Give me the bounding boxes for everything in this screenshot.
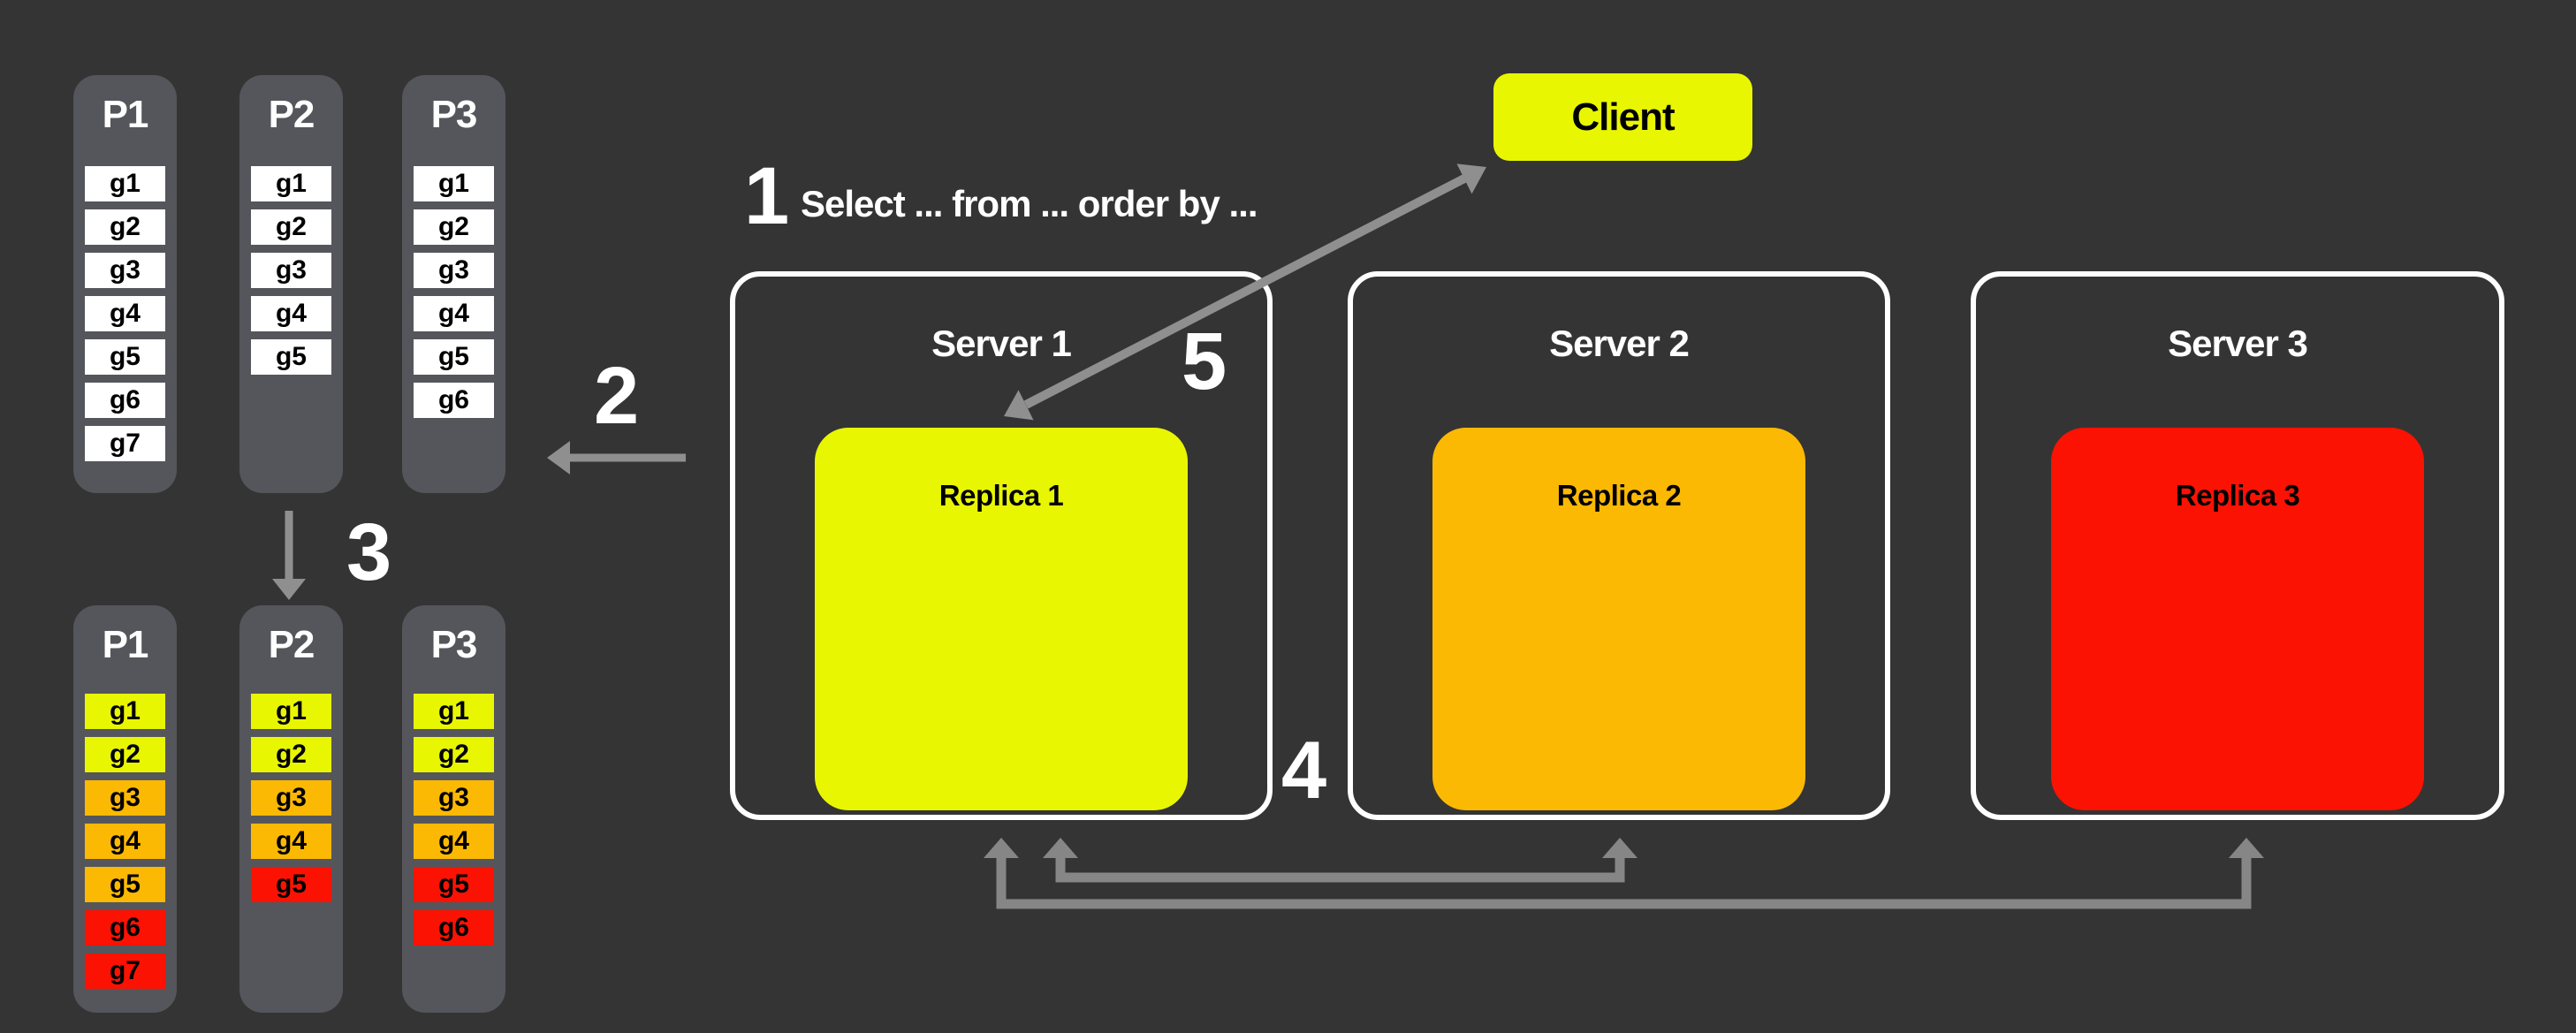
partition-title: P2: [268, 623, 315, 666]
group-cell: g6: [414, 910, 494, 946]
cell-list: g1 g2 g3 g4 g5 g6 g7: [85, 694, 165, 989]
step-4-number: 4: [1281, 725, 1327, 816]
group-cell: g1: [251, 694, 331, 729]
group-cell: g2: [414, 209, 494, 245]
step-3-arrow: [272, 511, 306, 600]
partition-title: P1: [102, 93, 149, 136]
server-title: Server 3: [2168, 323, 2308, 364]
cell-list: g1 g2 g3 g4 g5 g6: [414, 166, 494, 418]
partition-title: P2: [268, 93, 315, 136]
group-cell: g3: [414, 780, 494, 816]
sync-bracket-server1-server3: [984, 838, 2264, 909]
group-cell: g5: [85, 867, 165, 902]
partition-title: P3: [430, 93, 478, 136]
replica-label: Replica 3: [2175, 479, 2300, 512]
group-cell: g1: [85, 694, 165, 729]
replica-label: Replica 2: [1556, 479, 1682, 512]
group-cell: g5: [251, 339, 331, 375]
partition-unsorted-p2: P2 g1 g2 g3 g4 g5: [239, 75, 343, 493]
group-cell: g4: [251, 824, 331, 859]
partition-unsorted-p3: P3 g1 g2 g3 g4 g5 g6: [402, 75, 505, 493]
partition-unsorted-p1: P1 g1 g2 g3 g4 g5 g6 g7: [73, 75, 177, 493]
client-box: Client: [1493, 73, 1752, 161]
group-cell: g3: [251, 780, 331, 816]
partition-sorted-p3: P3 g1 g2 g3 g4 g5 g6: [402, 605, 505, 1013]
server-title: Server 2: [1549, 323, 1690, 364]
group-cell: g4: [251, 296, 331, 331]
replica-3-box: Replica 3: [2051, 428, 2424, 810]
partition-title: P1: [102, 623, 149, 666]
group-cell: g2: [85, 209, 165, 245]
group-cell: g4: [85, 824, 165, 859]
partition-sorted-p1: P1 g1 g2 g3 g4 g5 g6 g7: [73, 605, 177, 1013]
group-cell: g6: [85, 910, 165, 946]
step-2-number: 2: [594, 351, 640, 441]
group-cell: g4: [414, 824, 494, 859]
replica-label: Replica 1: [938, 479, 1064, 512]
server-3-box: Server 3 Replica 3: [1971, 271, 2504, 820]
group-cell: g1: [414, 694, 494, 729]
cell-list: g1 g2 g3 g4 g5 g6: [414, 694, 494, 946]
group-cell: g7: [85, 426, 165, 461]
group-cell: g2: [85, 737, 165, 772]
group-cell: g2: [414, 737, 494, 772]
group-cell: g2: [251, 209, 331, 245]
group-cell: g5: [251, 867, 331, 902]
group-cell: g2: [251, 737, 331, 772]
group-cell: g3: [251, 253, 331, 288]
replica-2-box: Replica 2: [1432, 428, 1805, 810]
cell-list: g1 g2 g3 g4 g5 g6 g7: [85, 166, 165, 461]
group-cell: g6: [414, 383, 494, 418]
cell-list: g1 g2 g3 g4 g5: [251, 694, 331, 902]
group-cell: g1: [414, 166, 494, 201]
group-cell: g6: [85, 383, 165, 418]
replica-1-box: Replica 1: [815, 428, 1188, 810]
group-cell: g5: [85, 339, 165, 375]
server-2-box: Server 2 Replica 2: [1348, 271, 1890, 820]
step-3-number: 3: [346, 507, 392, 597]
group-cell: g1: [251, 166, 331, 201]
step-5-number: 5: [1182, 316, 1227, 406]
partition-sorted-p2: P2 g1 g2 g3 g4 g5: [239, 605, 343, 1013]
step-2-arrow: [547, 441, 686, 475]
group-cell: g3: [414, 253, 494, 288]
group-cell: g7: [85, 953, 165, 989]
group-cell: g3: [85, 780, 165, 816]
cell-list: g1 g2 g3 g4 g5: [251, 166, 331, 375]
sync-bracket-server1-server2: [1043, 838, 1638, 883]
group-cell: g5: [414, 867, 494, 902]
group-cell: g3: [85, 253, 165, 288]
step-1-number: 1: [744, 151, 790, 241]
group-cell: g4: [85, 296, 165, 331]
group-cell: g5: [414, 339, 494, 375]
server-1-box: Server 1 Replica 1: [730, 271, 1273, 820]
partition-title: P3: [430, 623, 478, 666]
group-cell: g1: [85, 166, 165, 201]
step-1-query-text: Select ... from ... order by ...: [801, 183, 1258, 224]
group-cell: g4: [414, 296, 494, 331]
